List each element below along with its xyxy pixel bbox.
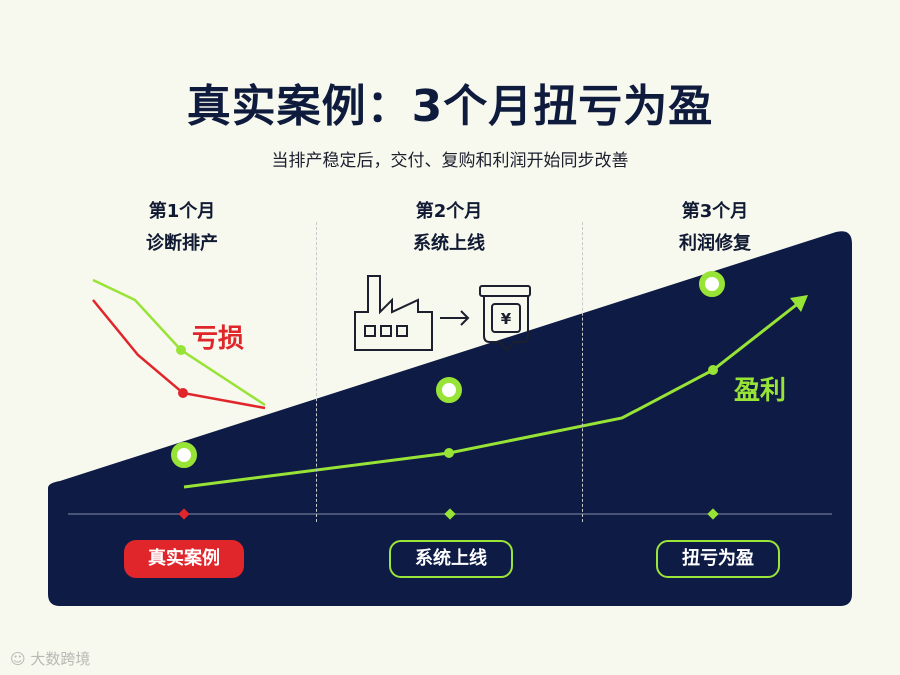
watermark-logo-icon: ☺ — [10, 650, 26, 668]
yuan-symbol: ¥ — [501, 310, 512, 328]
profit-line — [183, 300, 801, 489]
page-title: 真实案例：3个月扭亏为盈 — [186, 81, 714, 132]
timeline-marker-2 — [444, 508, 456, 520]
phase-3-name: 利润修复 — [679, 233, 751, 254]
phase-divider-2 — [582, 222, 583, 522]
declining-point-green — [176, 345, 186, 355]
phase-2-name: 系统上线 — [413, 233, 485, 254]
phase-1-header: 第1个月 诊断排产 — [72, 196, 292, 260]
pill-turnaround: 扭亏为盈 — [656, 540, 780, 578]
timeline-marker-1 — [178, 508, 190, 520]
phase-3-header: 第3个月 利润修复 — [605, 196, 825, 260]
profit-point-2 — [444, 448, 454, 458]
page-subtitle: 当排产稳定后，交付、复购和利润开始同步改善 — [271, 151, 629, 171]
arrow-right-icon — [440, 310, 470, 326]
phase-divider-1 — [316, 222, 317, 522]
growth-area — [48, 231, 852, 606]
watermark: ☺ 大数跨境 — [10, 648, 90, 669]
area-node-3 — [699, 271, 725, 297]
declining-point-red — [178, 388, 188, 398]
phase-2-step: 第2个月 — [415, 201, 483, 222]
arrow-up-right-icon — [790, 295, 808, 312]
declining-line-red — [92, 299, 266, 410]
profit-point-3 — [708, 365, 718, 375]
declining-line-green — [92, 278, 266, 407]
pill-real-case: 真实案例 — [124, 540, 244, 578]
pill-system-online: 系统上线 — [389, 540, 513, 578]
profit-label: 盈利 — [734, 376, 787, 406]
watermark-text: 大数跨境 — [30, 650, 91, 668]
loss-label: 亏损 — [192, 324, 245, 354]
area-node-1 — [171, 442, 197, 468]
phase-1-step: 第1个月 — [148, 201, 216, 222]
phase-1-name: 诊断排产 — [146, 233, 218, 254]
factory-icon — [354, 275, 433, 351]
area-node-2 — [436, 377, 462, 403]
yuan-wallet-icon — [479, 285, 531, 352]
timeline-marker-3 — [707, 508, 719, 520]
phase-2-header: 第2个月 系统上线 — [339, 196, 559, 260]
phase-3-step: 第3个月 — [681, 201, 749, 222]
